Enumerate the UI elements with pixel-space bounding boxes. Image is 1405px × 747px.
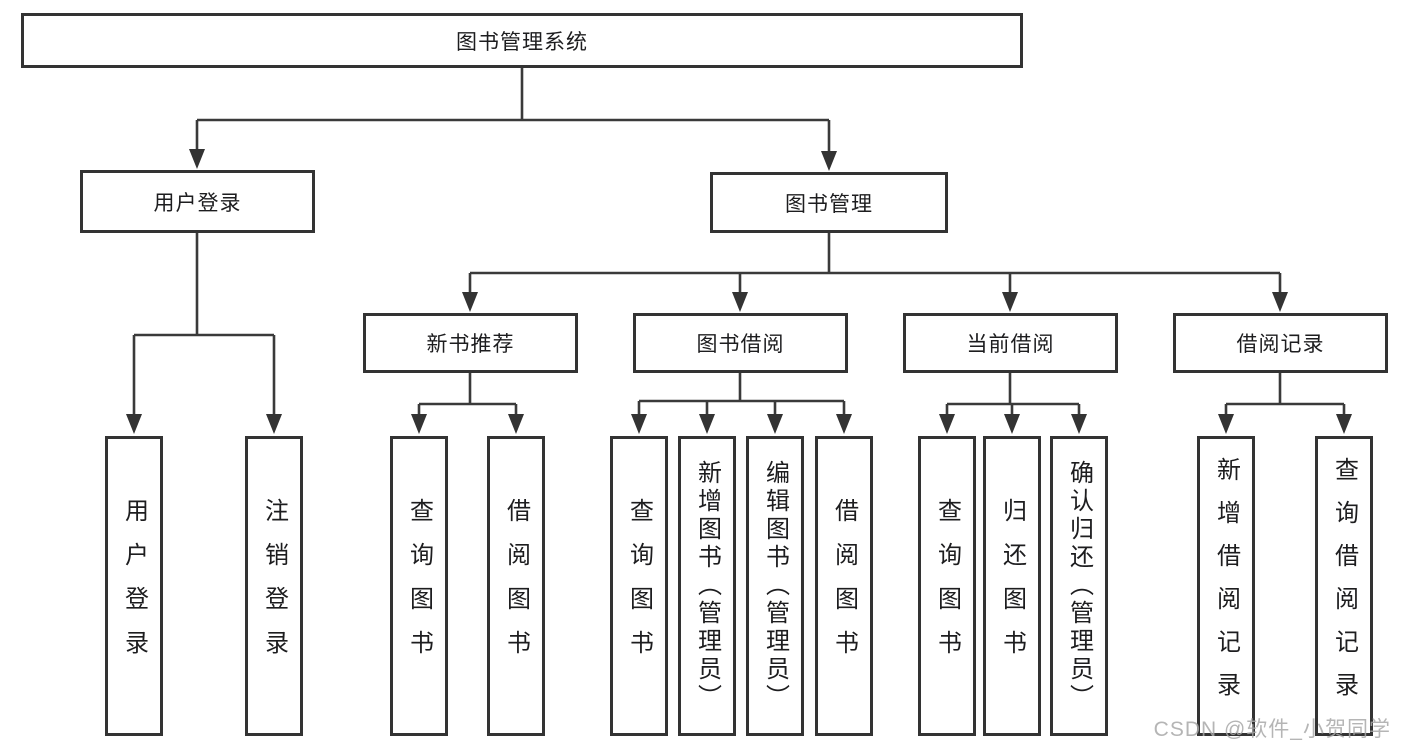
leaf-return-book: 归还图书: [983, 436, 1041, 736]
leaf-add-borrow-record: 新增借阅记录: [1197, 436, 1255, 736]
csdn-watermark: CSDN @软件_小贺同学: [1153, 718, 1391, 741]
leaf-query-book-current: 查询图书: [918, 436, 976, 736]
node-current-borrow: 当前借阅: [903, 313, 1118, 373]
node-borrow-records: 借阅记录: [1173, 313, 1388, 373]
leaf-logout: 注销登录: [245, 436, 303, 736]
leaf-edit-book-admin: 编辑图书（管理员）: [746, 436, 804, 736]
node-book-borrow: 图书借阅: [633, 313, 848, 373]
leaf-add-book-admin: 新增图书（管理员）: [678, 436, 736, 736]
leaf-borrow-book-recommend: 借阅图书: [487, 436, 545, 736]
leaf-query-book-borrow: 查询图书: [610, 436, 668, 736]
leaf-query-borrow-record: 查询借阅记录: [1315, 436, 1373, 736]
leaf-query-book-recommend: 查询图书: [390, 436, 448, 736]
node-user-login: 用户登录: [80, 170, 315, 233]
node-book-management: 图书管理: [710, 172, 948, 233]
node-new-book-recommend: 新书推荐: [363, 313, 578, 373]
leaf-user-login: 用户登录: [105, 436, 163, 736]
leaf-confirm-return-admin: 确认归还（管理员）: [1050, 436, 1108, 736]
leaf-borrow-book-borrow: 借阅图书: [815, 436, 873, 736]
node-root: 图书管理系统: [21, 13, 1023, 68]
